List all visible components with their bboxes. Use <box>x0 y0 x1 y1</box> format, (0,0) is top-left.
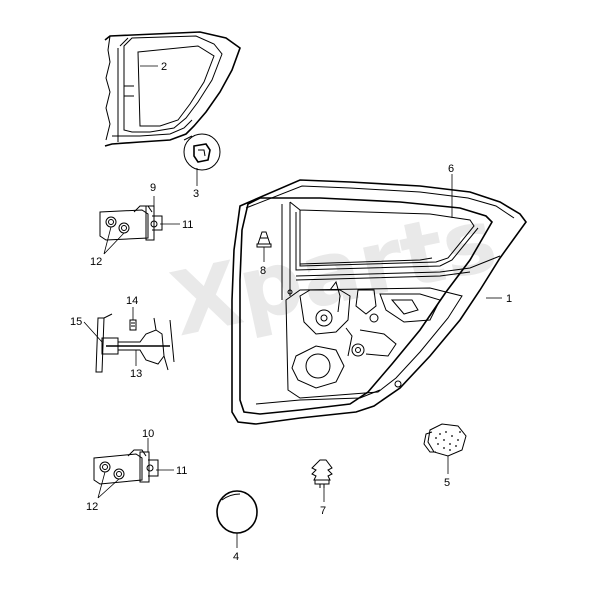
callout-8: 8 <box>260 265 266 277</box>
callout-5: 5 <box>444 477 450 489</box>
grommet-part-8 <box>256 231 272 248</box>
lower-hinge <box>93 449 159 485</box>
callout-2: 2 <box>161 61 167 73</box>
body-side-panel <box>104 31 241 147</box>
callout-13: 13 <box>130 368 142 380</box>
callout-7: 7 <box>320 505 326 517</box>
callout-1: 1 <box>506 293 512 305</box>
door-check-strap <box>95 313 175 373</box>
callout-11-upper: 11 <box>182 219 193 231</box>
callout-3: 3 <box>193 188 199 200</box>
watermark: Xparts <box>163 187 505 356</box>
rear-door <box>231 179 527 425</box>
clip-part-7 <box>311 459 333 488</box>
callout-12-upper: 12 <box>90 256 102 268</box>
callouts: 1 2 3 4 5 6 7 8 9 10 11 11 12 12 13 14 1… <box>70 61 512 563</box>
cap-part-4 <box>216 490 258 534</box>
callout-11-lower: 11 <box>176 465 187 477</box>
callout-14: 14 <box>126 295 138 307</box>
callout-15: 15 <box>70 316 82 328</box>
callout-9: 9 <box>150 182 156 194</box>
leader-lines <box>83 65 502 548</box>
plug-part-5 <box>423 423 467 457</box>
callout-4: 4 <box>233 551 239 563</box>
detail-circle-part-3 <box>183 133 221 171</box>
callout-10: 10 <box>142 428 154 440</box>
callout-6: 6 <box>448 163 454 175</box>
callout-12-lower: 12 <box>86 501 98 513</box>
